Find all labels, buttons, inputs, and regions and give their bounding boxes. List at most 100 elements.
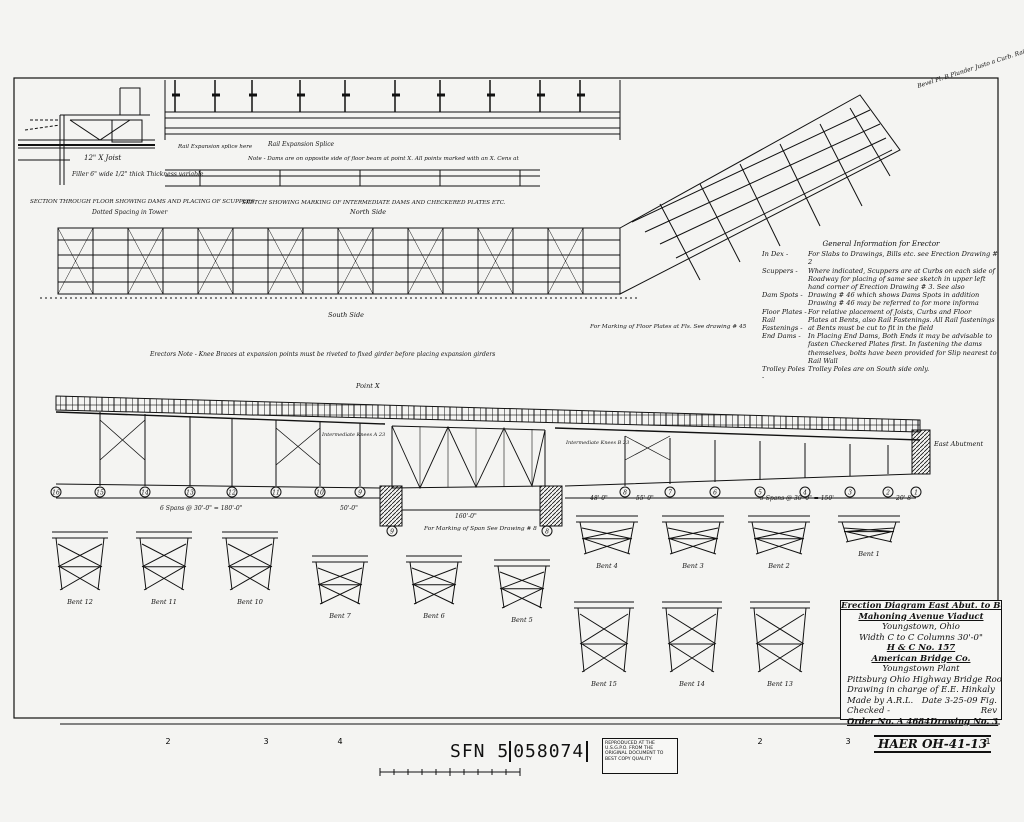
- dim-55-label: 55' 0": [636, 495, 654, 502]
- bent-marker-label: 10: [316, 490, 324, 497]
- bent-marker: 16: [50, 486, 62, 498]
- revision: Rev: [980, 706, 997, 716]
- erector-note: Erectors Note - Knee Braces at expansion…: [149, 351, 495, 358]
- title-block-plant: Youngstown Plant: [882, 664, 960, 674]
- dams-note: Note - Dams are on opposite side of floo…: [247, 156, 519, 162]
- bent-frame: [838, 515, 900, 543]
- south-side-label: South Side: [328, 311, 364, 319]
- note-text: Plates at Bents, also Rail Fastenings. A…: [808, 315, 995, 333]
- bent-label: Bent 7: [328, 612, 351, 620]
- bent-marker-circle: [94, 486, 106, 498]
- scale-ruler: [60, 723, 1000, 776]
- girder-elevation-top: [164, 80, 621, 187]
- pier-marker-label: 9: [390, 529, 394, 536]
- bent-drawing: Bent 10: [222, 531, 278, 606]
- bent-drawing: Bent 15: [574, 601, 634, 688]
- bent-frame: [576, 515, 638, 555]
- bent-marker: 6: [709, 486, 721, 498]
- viaduct-elevation: [55, 395, 931, 527]
- spans-right-label: 5 Spans @ 30'-0" = 150': [760, 495, 834, 502]
- bent-drawing: Bent 1: [838, 515, 900, 558]
- bent-label: Bent 10: [236, 598, 263, 606]
- note-item: Dam Spots - Drawing # 46 which shows Dams…: [762, 291, 1000, 307]
- flat-plates-note: For Marking of Floor Plates at Fls. See …: [589, 324, 747, 330]
- pier-marker-circle: [541, 525, 553, 537]
- scale-number: 4: [337, 737, 342, 746]
- title-block-made: Made by A.R.L. Date 3-25-09 Fig.: [841, 696, 1001, 707]
- bent-label: Bent 15: [590, 680, 617, 688]
- deck-plan: [40, 94, 901, 299]
- bent-frame: [662, 515, 724, 555]
- bent-marker-label: 16: [52, 490, 60, 497]
- bent-drawing: Bent 7: [312, 555, 368, 620]
- title-block-city: Youngstown, Ohio: [882, 622, 960, 632]
- joist-label: 12" X Joist: [84, 154, 121, 162]
- bent-drawing: Bent 14: [662, 601, 722, 688]
- bent-marker-label: 4: [802, 490, 807, 497]
- note-text: For relative placement of Joists, Curbs …: [808, 307, 972, 316]
- bent-drawing: Bent 6: [406, 555, 462, 620]
- note-text: Drawing # 46 which shows Dams Spots in a…: [808, 291, 980, 308]
- bent-marker: 8: [619, 486, 631, 498]
- bent-marker-circle: [354, 486, 366, 498]
- drawing-border: [13, 77, 999, 719]
- bent-marker: 4: [799, 486, 811, 498]
- title-block-room: Pittsburg Ohio Highway Bridge Room: [847, 674, 1001, 685]
- bent-marker: 10: [314, 486, 326, 498]
- bent-marker-circle: [664, 486, 676, 498]
- bent-drawing: Bent 4: [576, 515, 638, 570]
- bent-marker-circle: [139, 486, 151, 498]
- floor-section-title: SECTION THROUGH FLOOR SHOWING DAMS AND P…: [30, 199, 255, 205]
- bent-marker-circle: [226, 486, 238, 498]
- note-item: In Dex - For Slabs to Drawings, Bills etc…: [762, 250, 1000, 266]
- scale-number: 3: [263, 737, 268, 746]
- bent-drawing: Bent 5: [494, 559, 550, 624]
- bent-marker-label: 5: [758, 490, 762, 497]
- bent-label: Bent 6: [422, 612, 445, 620]
- pier-marker-label: 8: [545, 529, 549, 536]
- bent-marker-label: 8: [623, 490, 627, 497]
- bent-label: Bent 12: [66, 598, 93, 606]
- scale-number: 3: [845, 737, 850, 746]
- order-number: Order No. A 4684: [847, 716, 931, 727]
- bent-frame: [222, 531, 278, 591]
- bent-marker-label: 9: [358, 490, 362, 497]
- point-x-label: Point X: [355, 382, 380, 390]
- bent-marker-circle: [619, 486, 631, 498]
- bent-frame: [312, 555, 368, 605]
- filler-label: Filler 6" wide 1/2" thick Thickness vari…: [71, 171, 204, 178]
- bent-label: Bent 4: [595, 562, 618, 570]
- bent-marker-circle: [270, 486, 282, 498]
- dim-50-label: 50'-0": [340, 505, 358, 512]
- pier-marker: 9: [386, 525, 398, 537]
- scale-number: 2: [757, 737, 762, 746]
- bent-marker: 13: [184, 486, 196, 498]
- bent-marker: 7: [664, 486, 676, 498]
- bent-marker-label: 14: [141, 490, 149, 497]
- note-key: Trolley Poles -: [762, 365, 805, 382]
- bent-frame: [662, 601, 722, 673]
- bent-marker-circle: [709, 486, 721, 498]
- floor-section-detail: [18, 87, 155, 185]
- title-block-order: Order No. A 4684 Drawing No. 3: [841, 717, 1001, 728]
- title-block-company: American Bridge Co.: [871, 653, 971, 664]
- note-key: In Dex -: [762, 250, 789, 259]
- note-key: Floor Plates -: [762, 307, 807, 316]
- sfn-digits: 058074: [509, 741, 589, 762]
- note-key: Dam Spots -: [762, 291, 803, 300]
- bent-marker-label: 7: [668, 490, 672, 497]
- note-key: End Dams -: [762, 332, 801, 341]
- bent-marker-label: 11: [272, 490, 280, 497]
- bent-frame: [136, 531, 192, 591]
- bent-drawing: Bent 2: [748, 515, 810, 570]
- bent-label: Bent 5: [510, 616, 533, 624]
- bent-label: Bent 13: [766, 680, 793, 688]
- title-block: Erection Diagram East Abut. to Bent 16 M…: [840, 600, 1002, 727]
- note-text: For Slabs to Drawings, Bills etc. see Er…: [808, 250, 998, 267]
- notes-list: In Dex - For Slabs to Drawings, Bills etc…: [762, 250, 1000, 381]
- bent-label: Bent 2: [767, 562, 790, 570]
